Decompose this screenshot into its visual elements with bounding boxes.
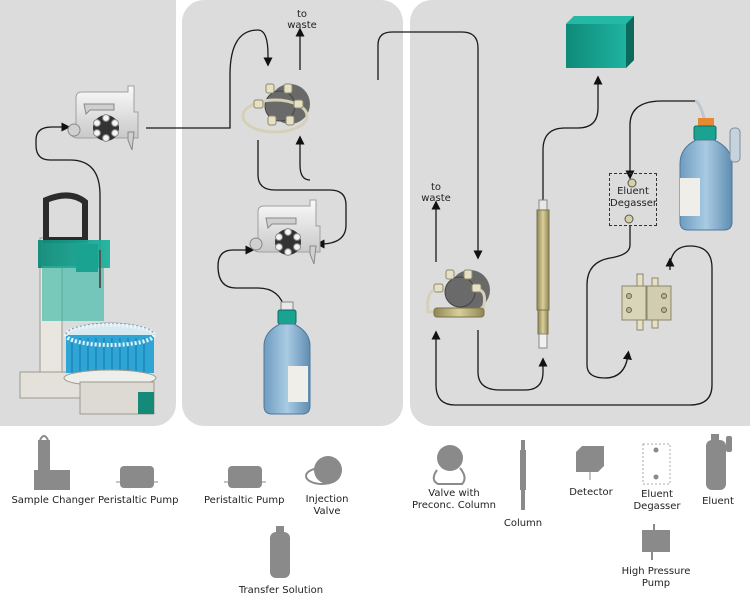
high-pressure-pump-icon — [642, 524, 670, 560]
sample-changer[interactable] — [19, 192, 157, 415]
legend-label-high-pressure-pump-line2: Pump — [641, 578, 671, 589]
waste-label-1-line1: to — [296, 9, 308, 20]
high-pressure-pump[interactable] — [621, 273, 672, 331]
legend-label-eluent-degasser-line2: Degasser — [633, 501, 681, 512]
injection-valve[interactable] — [241, 83, 310, 134]
tube-valve-to-pump2 — [257, 140, 347, 249]
legend-label-peristaltic-pump-1: Peristaltic Pump — [98, 495, 179, 506]
legend-label-injection-valve-line2: Valve — [313, 506, 341, 517]
tube-column-to-detector — [542, 75, 603, 200]
eluent-degasser-box[interactable]: Eluent Degasser — [609, 173, 657, 226]
sample-changer-icon — [34, 435, 70, 490]
peristaltic-pump-icon — [224, 466, 266, 488]
legend-icons — [34, 434, 732, 578]
tube-sampler-to-pump1 — [35, 122, 101, 258]
eluent-bottle-icon — [706, 434, 732, 490]
separation-column[interactable] — [536, 199, 550, 349]
waste-label-2-line1: to — [430, 182, 442, 193]
preconc-valve-icon — [432, 445, 466, 485]
legend-label-injection-valve-line1: Injection — [305, 494, 349, 505]
legend-label-column: Column — [503, 518, 543, 529]
tube-eluent-to-degasser — [625, 100, 695, 180]
waste-label-1-line2: waste — [287, 20, 317, 31]
legend-label-preconc-valve: Valve with Preconc. Column — [412, 488, 496, 512]
degasser-fittings — [624, 178, 637, 224]
legend-label-transfer-solution: Transfer Solution — [238, 585, 324, 596]
eluent-bottle[interactable] — [679, 118, 741, 231]
legend-label-preconc-valve-line2: Preconc. Column — [412, 500, 497, 511]
waste-label-2-line2: waste — [421, 193, 451, 204]
peristaltic-pump-icon — [116, 466, 158, 488]
legend-label-high-pressure-pump: High Pressure Pump — [620, 566, 692, 590]
injection-valve-icon — [305, 456, 342, 485]
legend-label-eluent-degasser-line1: Eluent — [641, 489, 673, 500]
legend-label-eluent: Eluent — [702, 496, 734, 507]
tube-pump-to-preconc-valve — [431, 245, 713, 406]
detector[interactable] — [566, 16, 634, 68]
legend-label-detector: Detector — [569, 487, 613, 498]
degasser-label-line2: Degasser — [610, 198, 658, 209]
bottle-icon — [270, 526, 290, 578]
legend-label-peristaltic-pump-2: Peristaltic Pump — [204, 495, 285, 506]
waste-label-1: to waste — [284, 9, 320, 31]
column-icon — [520, 440, 526, 510]
legend-label-high-pressure-pump-line1: High Pressure — [621, 566, 691, 577]
tube-injection-valve-to-preconc-valve — [377, 31, 483, 260]
tube-degasser-to-pump — [586, 226, 632, 379]
waste-label-2: to waste — [418, 182, 454, 204]
peristaltic-pump-2[interactable] — [249, 199, 321, 265]
tube-valve-to-column — [477, 330, 548, 391]
legend-label-eluent-degasser: Eluent Degasser — [630, 489, 684, 513]
tube-transfer-solution — [217, 245, 286, 311]
legend-label-preconc-valve-line1: Valve with — [428, 488, 480, 499]
degasser-label-line1: Eluent — [617, 186, 649, 197]
peristaltic-pump-1[interactable] — [67, 85, 139, 151]
degasser-icon — [642, 443, 671, 485]
preconc-valve[interactable] — [426, 269, 490, 318]
detector-icon — [576, 446, 604, 480]
transfer-solution-bottle[interactable] — [263, 301, 311, 415]
legend-label-sample-changer: Sample Changer — [11, 495, 95, 506]
legend-label-injection-valve: Injection Valve — [296, 494, 358, 518]
tube-pump1-to-injection-valve — [146, 29, 273, 129]
